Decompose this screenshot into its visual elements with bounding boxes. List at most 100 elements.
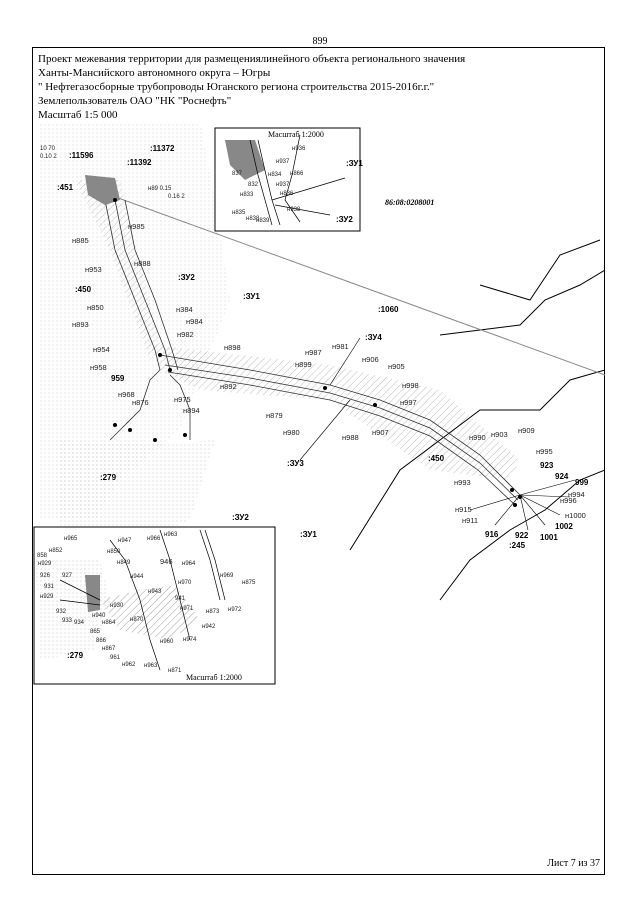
point-label: н893 xyxy=(72,320,89,329)
zone-label: :ЗУ2 xyxy=(232,513,249,522)
point-label: н873 xyxy=(206,609,220,615)
point-label: н898 xyxy=(224,343,241,352)
point-label: н944 xyxy=(130,574,144,580)
title-line: " Нефтегазосборные трубопроводы Юганског… xyxy=(38,81,435,93)
point-label: н892 xyxy=(220,382,237,391)
parcel-label: :245 xyxy=(509,541,526,550)
point-label: н988 xyxy=(342,433,359,442)
inset-top: Масштаб 1:2000 н936 н937 н834 н866 н937 … xyxy=(214,127,363,232)
point-label: н963 xyxy=(164,532,178,538)
zone-label: :ЗУ1 xyxy=(300,530,317,539)
point-label: 832 xyxy=(248,182,259,188)
parcel-label: :451 xyxy=(57,183,74,192)
point-label: н907 xyxy=(372,428,389,437)
point-label: н870 xyxy=(130,617,144,623)
point-label: н930 xyxy=(110,603,124,609)
point-label: 923 xyxy=(540,461,554,470)
point-label: н975 xyxy=(174,395,191,404)
zone-label: :ЗУ2 xyxy=(178,273,195,282)
point-label: н993 xyxy=(454,478,471,487)
point-label: н971 xyxy=(180,606,194,612)
parcel-label: :11596 xyxy=(69,151,94,160)
point-label: н969 xyxy=(220,573,234,579)
point-label: н876 xyxy=(132,398,149,407)
main-labels: н885 н985 н953 н888 н850 н384 н893 н984 … xyxy=(40,144,589,550)
point-label: н987 xyxy=(305,348,322,357)
point-label: н958 xyxy=(90,363,107,372)
point-label: 1001 xyxy=(540,533,558,542)
point-label: н972 xyxy=(228,607,242,613)
point-label: н970 xyxy=(178,580,192,586)
point-label: н965 xyxy=(64,536,78,542)
point-label: н903 xyxy=(491,430,508,439)
point-label: н943 xyxy=(148,589,162,595)
zone-label: :ЗУ3 xyxy=(287,459,304,468)
point-label: н909 xyxy=(518,426,535,435)
point-label: н964 xyxy=(182,561,196,567)
point-label: н936 xyxy=(292,146,306,152)
boundary-lines xyxy=(349,239,605,601)
point-label: н982 xyxy=(177,330,194,339)
point-label: н885 xyxy=(72,236,89,245)
scale-label: Масштаб 1:5 000 xyxy=(38,109,118,120)
point-label: 932 xyxy=(56,609,67,615)
point-label: н834 xyxy=(268,172,282,178)
scale-note: 10 70 xyxy=(40,146,56,152)
point-label: 866 xyxy=(96,638,107,644)
point-label: 926 xyxy=(40,573,51,579)
point-label: н940 xyxy=(92,613,106,619)
point-label: н962 xyxy=(122,662,136,668)
point-label: 999 xyxy=(575,478,589,487)
point-label: н838 xyxy=(246,216,260,222)
parcel-label: :11392 xyxy=(127,158,152,167)
point-label: н994 xyxy=(568,490,585,499)
point-label: 858 xyxy=(37,553,48,559)
zone-label: :ЗУ4 xyxy=(365,333,382,342)
point-label: н879 xyxy=(266,411,283,420)
parcel-label: :279 xyxy=(100,473,117,482)
pipeline-corridor xyxy=(104,199,521,506)
vertex-markers xyxy=(113,198,522,507)
drawing-frame xyxy=(32,47,605,875)
point-label: 961 xyxy=(110,655,121,661)
point-label: н942 xyxy=(202,624,216,630)
scale-note: н89 0.15 xyxy=(148,186,172,192)
point-label: н905 xyxy=(388,362,405,371)
point-label: н850 xyxy=(87,303,104,312)
point-label: 927 xyxy=(62,573,73,579)
parcel-label: :279 xyxy=(67,651,84,660)
parcel-label: :450 xyxy=(428,454,445,463)
point-label: н835 xyxy=(232,210,246,216)
point-label: н899 xyxy=(295,360,312,369)
point-leaders xyxy=(299,337,576,531)
point-label: н954 xyxy=(93,345,110,354)
point-label: н990 xyxy=(469,433,486,442)
parcel-label: :11372 xyxy=(150,144,175,153)
point-label: 934 xyxy=(74,620,85,626)
point-label: н996 xyxy=(560,496,577,505)
point-label: н864 xyxy=(102,620,116,626)
point-label: н984 xyxy=(186,317,203,326)
point-label: н938 xyxy=(287,207,301,213)
point-label: н937 xyxy=(276,182,290,188)
point-label: н894 xyxy=(183,406,200,415)
point-label: 865 xyxy=(90,629,101,635)
point-label: 946 xyxy=(160,557,173,566)
title-line: Ханты-Мансийского автономного округа – Ю… xyxy=(38,67,271,79)
point-label: н836 xyxy=(280,191,294,197)
point-label: н960 xyxy=(160,639,174,645)
point-label: н963 xyxy=(144,663,158,669)
scale-note: 0.16 2 xyxy=(168,194,185,200)
point-label: н981 xyxy=(332,342,349,351)
point-label: н929 xyxy=(40,594,54,600)
title-line: Проект межевания территории для размещен… xyxy=(38,53,466,65)
parcel-label: :1060 xyxy=(378,305,399,314)
point-label: н839 xyxy=(256,218,270,224)
zone-label: :ЗУ1 xyxy=(346,159,363,168)
point-label: н866 xyxy=(290,171,304,177)
parcel-label: :450 xyxy=(75,285,92,294)
point-label: н998 xyxy=(402,381,419,390)
page-number: 899 xyxy=(312,36,328,47)
point-label: 837 xyxy=(232,171,243,177)
point-label: н849 xyxy=(117,560,131,566)
